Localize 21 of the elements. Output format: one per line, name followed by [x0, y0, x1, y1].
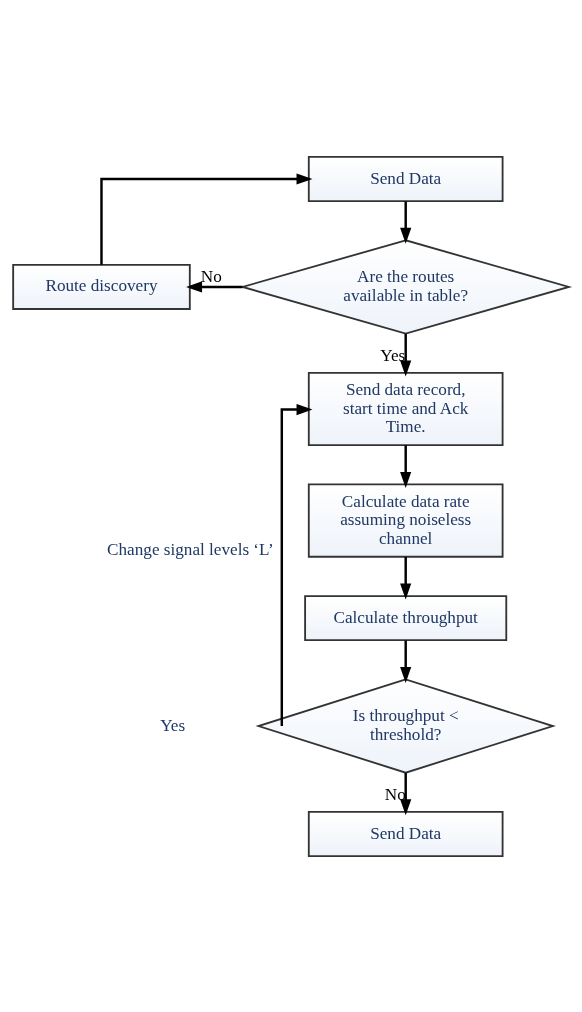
arrow [186, 280, 243, 292]
arrow [400, 640, 412, 683]
arrow [400, 333, 412, 376]
node-box: Send Data [307, 810, 504, 857]
node-box: Calculate data rate assuming noiseless channel [307, 483, 504, 558]
node-box: Calculate throughput [304, 594, 508, 641]
node-box: Route discovery [12, 263, 191, 310]
arrow [400, 200, 412, 244]
arrow [100, 172, 313, 265]
edge-label: Yes [380, 345, 406, 365]
arrow [400, 772, 412, 815]
edge-label: Change signal levels ‘L’ [107, 539, 274, 559]
arrow [400, 444, 412, 488]
arrow [280, 403, 313, 726]
label: Yes [160, 715, 186, 735]
edge-label: No [384, 784, 406, 804]
edge-label: No [200, 266, 222, 286]
node-box: Send Data [307, 155, 504, 202]
arrow [400, 556, 412, 599]
node-box: Send data record, start time and Ack Time. [307, 371, 504, 446]
node-diamond: Is throughput < threshold? [255, 678, 556, 774]
